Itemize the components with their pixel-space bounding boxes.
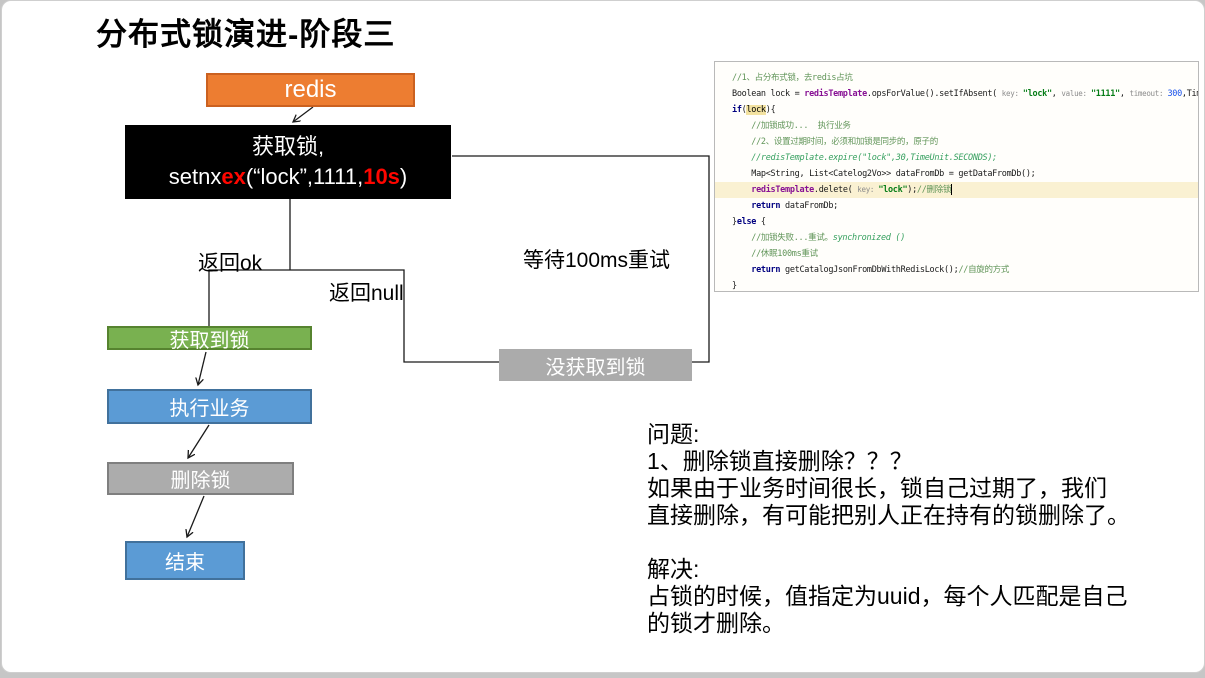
code-lines: //1、占分布式锁，去redis占坑 Boolean lock = redisTe…: [715, 70, 1198, 291]
text-caret: [951, 184, 953, 195]
notes-block: 问题: 1、删除锁直接删除？？？ 如果由于业务时间很长，锁自己过期了，我们 直接…: [647, 421, 1197, 637]
code-line: return getCatalogJsonFromDbWithRedisLock…: [751, 265, 1010, 275]
edge-redis-to-acquire: [293, 106, 314, 122]
edge-got-to-exec: [198, 351, 207, 385]
code-line: }: [732, 281, 737, 291]
notes-problem-line: 直接删除，有可能把别人正在持有的锁删除了。: [647, 502, 1130, 528]
acquire-setnx: setnx: [168, 164, 222, 189]
edge-delete-to-end: [187, 495, 205, 537]
notes-problem-line: 1、删除锁直接删除？？？: [647, 448, 913, 474]
notes-solution-line: 的锁才删除。: [647, 610, 785, 636]
code-line: Boolean lock = redisTemplate.opsForValue…: [732, 89, 1198, 99]
node-redis: redis: [206, 73, 415, 107]
code-line: //休眠100ms重试: [732, 249, 818, 259]
code-line: }else {: [732, 217, 766, 227]
label-return-ok: 返回ok: [198, 252, 263, 275]
acquire-ex: ex: [221, 164, 246, 189]
label-wait-retry: 等待100ms重试: [523, 249, 671, 272]
acquire-line2: setnxex(“lock”,1111,10s): [169, 162, 408, 192]
node-acquire-lock: 获取锁, setnxex(“lock”,1111,10s): [125, 125, 451, 199]
node-delete-lock: 删除锁: [107, 462, 294, 495]
node-redis-label: redis: [284, 76, 337, 103]
label-return-null: 返回null: [329, 282, 404, 305]
acquire-line1: 获取锁,: [251, 134, 325, 159]
code-line: //加锁成功... 执行业务: [732, 121, 851, 131]
node-exec-business: 执行业务: [107, 389, 312, 424]
acquire-ttl: 10s: [363, 164, 400, 189]
code-panel: //1、占分布式锁，去redis占坑 Boolean lock = redisTe…: [714, 61, 1199, 292]
acquire-close-paren: ): [399, 164, 408, 189]
notes-problem-line: 如果由于业务时间很长，锁自己过期了，我们: [647, 475, 1107, 501]
edge-exec-to-delete: [188, 424, 210, 458]
notes-solution-line: 占锁的时候，值指定为uuid，每个人匹配是自己: [647, 583, 1128, 609]
code-line: if(lock){: [732, 105, 776, 115]
notes-problem-title: 问题:: [647, 421, 700, 447]
code-line: return dataFromDb;: [751, 201, 838, 211]
node-end: 结束: [125, 541, 245, 580]
code-line: //1、占分布式锁，去redis占坑: [732, 73, 853, 83]
acquire-args: (“lock”,1111,: [245, 164, 364, 189]
code-line: //2、设置过期时间，必须和加锁是同步的，原子的: [732, 137, 938, 147]
code-line: //加锁失败...重试。synchronized (): [732, 233, 906, 243]
code-line: //redisTemplate.expire("lock",30,TimeUni…: [732, 153, 997, 163]
page-title: 分布式锁演进-阶段三: [96, 17, 396, 52]
code-line: Map<String, List<Catelog2Vo>> dataFromDb…: [732, 169, 1036, 179]
code-line: redisTemplate.delete( key: "lock");//删除锁: [715, 182, 1198, 198]
notes-gap: [647, 529, 1197, 556]
node-not-got-lock: 没获取到锁: [499, 349, 692, 381]
node-got-lock: 获取到锁: [107, 326, 312, 352]
notes-solution-title: 解决:: [647, 556, 700, 582]
